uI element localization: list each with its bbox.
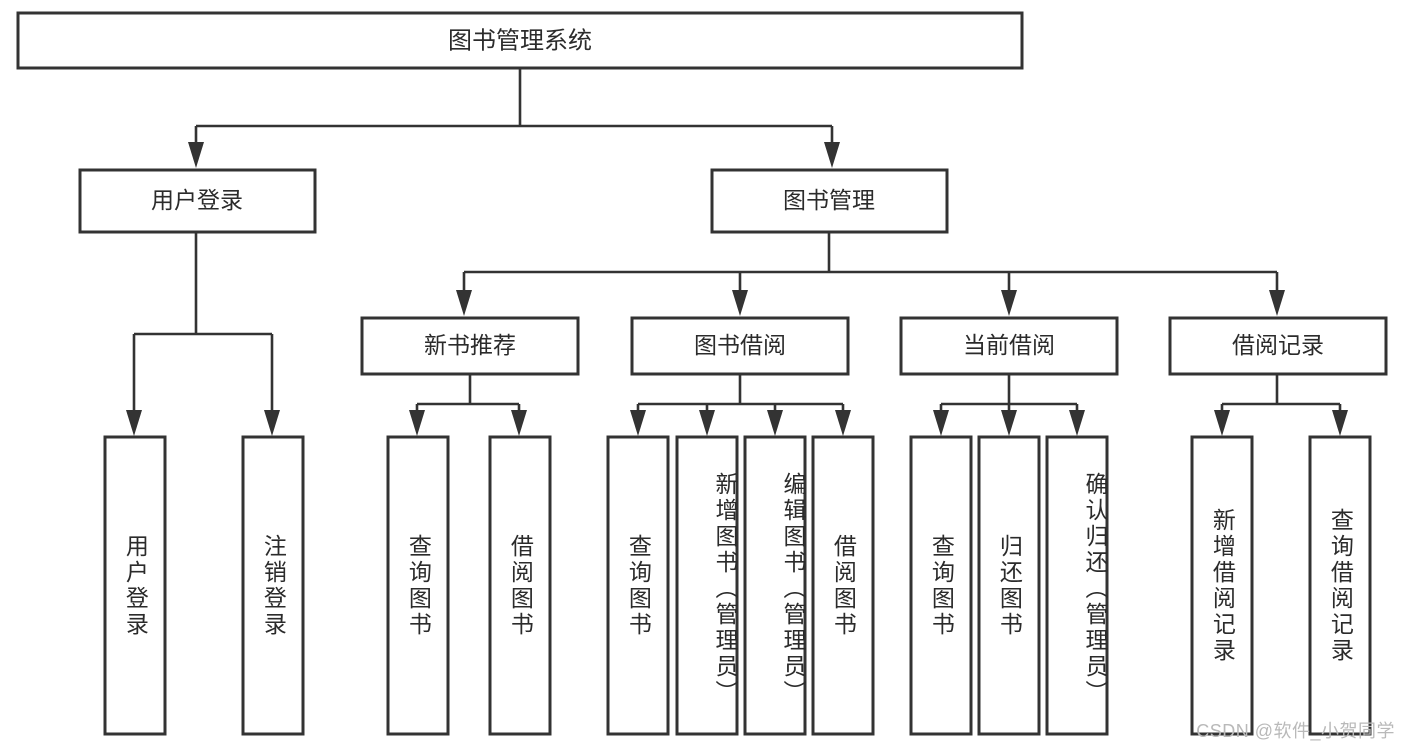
arrow-newbook-leaf-2	[511, 410, 527, 436]
arrow-root-to-book-manage	[824, 142, 840, 168]
node-root-label: 图书管理系统	[448, 27, 592, 54]
arrow-bookborrow-leaf-1	[630, 410, 646, 436]
leaf-box-borrow-book-2[interactable]	[811, 435, 875, 736]
arrow-root-to-user-login	[188, 142, 204, 168]
node-book-borrow-label: 图书借阅	[694, 332, 786, 358]
arrow-borrowrecord-leaf-1	[1214, 410, 1230, 436]
leaf-box-logout-login[interactable]	[241, 435, 305, 736]
leaf-boxes-borrow-record	[1190, 435, 1372, 736]
leaf-boxes-user-login	[103, 435, 305, 736]
arrow-currentborrow-leaf-3	[1069, 410, 1085, 436]
node-current-borrow-label: 当前借阅	[963, 332, 1055, 358]
leaf-box-add-book[interactable]	[675, 435, 739, 736]
leaf-box-query-book-1[interactable]	[386, 435, 450, 736]
node-new-book-rec[interactable]: 新书推荐	[360, 316, 580, 376]
edge-group-root-to-level2	[188, 68, 840, 168]
leaf-box-query-record[interactable]	[1308, 435, 1372, 736]
arrow-bookborrow-leaf-4	[835, 410, 851, 436]
node-root-box[interactable]	[16, 11, 1024, 70]
node-book-borrow[interactable]: 图书借阅	[630, 316, 850, 376]
arrow-book-manage-to-borrow	[732, 290, 748, 316]
node-borrow-record-box[interactable]	[1168, 316, 1388, 376]
arrow-borrowrecord-leaf-2	[1332, 410, 1348, 436]
leaf-box-borrow-book-1[interactable]	[488, 435, 552, 736]
arrow-book-manage-to-record	[1269, 290, 1285, 316]
leaf-box-confirm-return[interactable]	[1045, 435, 1109, 736]
node-user-login-label: 用户登录	[151, 187, 243, 213]
edge-group-currentborrow-to-leaves	[933, 374, 1085, 436]
node-new-book-rec-label: 新书推荐	[424, 332, 516, 358]
node-book-manage-label: 图书管理	[783, 187, 875, 213]
arrow-bookborrow-leaf-2	[699, 410, 715, 436]
edge-group-book-manage-to-level3	[456, 232, 1285, 316]
edge-group-user-login-to-leaves	[126, 232, 280, 436]
leaf-box-add-record[interactable]	[1190, 435, 1254, 736]
leaf-box-user-login[interactable]	[103, 435, 167, 736]
edge-group-newbook-to-leaves	[409, 374, 527, 436]
node-current-borrow[interactable]: 当前借阅	[899, 316, 1119, 376]
leaf-boxes-book-borrow	[606, 435, 875, 736]
node-current-borrow-box[interactable]	[899, 316, 1119, 376]
node-book-borrow-box[interactable]	[630, 316, 850, 376]
node-borrow-record-label: 借阅记录	[1232, 332, 1324, 358]
arrow-user-login-leaf-1	[126, 410, 142, 436]
node-new-book-rec-box[interactable]	[360, 316, 580, 376]
node-book-manage-box[interactable]	[710, 168, 949, 234]
csdn-watermark: CSDN @软件_小贺同学	[1196, 721, 1395, 741]
node-user-login-box[interactable]	[78, 168, 317, 234]
leaf-box-query-book-2[interactable]	[606, 435, 670, 736]
arrow-user-login-leaf-2	[264, 410, 280, 436]
node-book-manage[interactable]: 图书管理	[710, 168, 949, 234]
arrow-bookborrow-leaf-3	[767, 410, 783, 436]
node-borrow-record[interactable]: 借阅记录	[1168, 316, 1388, 376]
arrow-currentborrow-leaf-2	[1001, 410, 1017, 436]
leaf-boxes-current-borrow	[909, 435, 1109, 736]
arrow-currentborrow-leaf-1	[933, 410, 949, 436]
edge-group-borrowrecord-to-leaves	[1214, 374, 1348, 436]
leaf-boxes-new-book-rec	[386, 435, 552, 736]
leaf-box-query-book-3[interactable]	[909, 435, 973, 736]
arrow-newbook-leaf-1	[409, 410, 425, 436]
node-root[interactable]: 图书管理系统	[16, 11, 1024, 70]
arrow-book-manage-to-current	[1001, 290, 1017, 316]
arrow-book-manage-to-newbook	[456, 290, 472, 316]
leaf-box-return-book[interactable]	[977, 435, 1041, 736]
leaf-box-edit-book[interactable]	[743, 435, 807, 736]
node-user-login[interactable]: 用户登录	[78, 168, 317, 234]
edge-group-bookborrow-to-leaves	[630, 374, 851, 436]
